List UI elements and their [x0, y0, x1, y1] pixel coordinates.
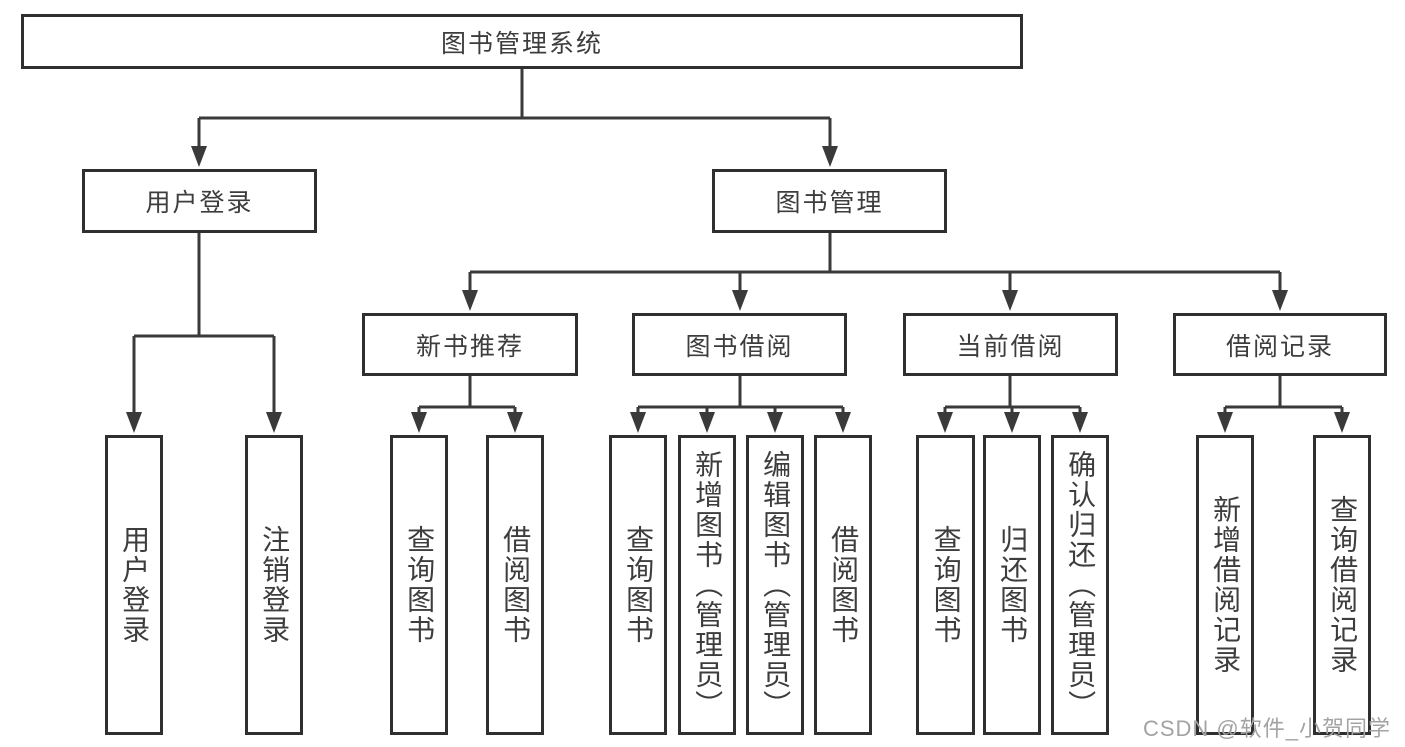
leaf-label: 注销登录 — [259, 525, 291, 645]
leaf-label: 借阅图书 — [828, 525, 860, 645]
node-label: 新书推荐 — [415, 332, 524, 361]
node-library-management-system: 图书管理系统 — [21, 14, 1023, 69]
leaf-query-books-current: 查询图书 — [916, 435, 975, 735]
leaf-label: 查询借阅记录 — [1327, 495, 1359, 675]
leaf-label: 查询图书 — [623, 525, 655, 645]
leaf-label: 确认归还（管理员） — [1065, 450, 1097, 720]
node-label: 当前借阅 — [956, 332, 1065, 361]
node-book-borrowing: 图书借阅 — [632, 313, 847, 376]
node-book-management: 图书管理 — [712, 169, 947, 233]
leaf-label: 借阅图书 — [500, 525, 532, 645]
leaf-label: 查询图书 — [930, 525, 962, 645]
node-label: 图书借阅 — [685, 332, 794, 361]
leaf-query-books-recommend: 查询图书 — [390, 435, 448, 735]
leaf-user-login: 用户登录 — [105, 435, 163, 735]
node-label: 图书管理系统 — [440, 29, 603, 58]
leaf-label: 编辑图书（管理员） — [760, 450, 792, 720]
leaf-confirm-return-admin: 确认归还（管理员） — [1051, 435, 1109, 735]
node-label: 借阅记录 — [1225, 332, 1334, 361]
leaf-label: 新增图书（管理员） — [692, 450, 724, 720]
leaf-label: 归还图书 — [997, 525, 1029, 645]
leaf-logout: 注销登录 — [245, 435, 303, 735]
leaf-edit-book-admin: 编辑图书（管理员） — [746, 435, 804, 735]
leaf-label: 新增借阅记录 — [1210, 495, 1242, 675]
node-label: 图书管理 — [775, 189, 884, 217]
node-label: 用户登录 — [145, 189, 254, 217]
leaf-query-borrowing-record: 查询借阅记录 — [1313, 435, 1371, 735]
leaf-add-borrowing-record: 新增借阅记录 — [1196, 435, 1254, 735]
leaf-borrow-books-borrowing: 借阅图书 — [814, 435, 872, 735]
leaf-add-book-admin: 新增图书（管理员） — [678, 435, 736, 735]
connector-path — [132, 69, 1344, 416]
leaf-borrow-books-recommend: 借阅图书 — [486, 435, 544, 735]
node-user-login: 用户登录 — [82, 169, 317, 233]
leaf-return-books: 归还图书 — [983, 435, 1041, 735]
node-borrowing-records: 借阅记录 — [1173, 313, 1387, 376]
node-new-book-recommendation: 新书推荐 — [362, 313, 578, 376]
leaf-query-books-borrowing: 查询图书 — [609, 435, 667, 735]
csdn-watermark: CSDN @软件_小贺同学 — [1142, 716, 1391, 741]
leaf-label: 用户登录 — [119, 525, 151, 645]
leaf-label: 查询图书 — [404, 525, 436, 645]
node-current-borrowing: 当前借阅 — [903, 313, 1118, 376]
